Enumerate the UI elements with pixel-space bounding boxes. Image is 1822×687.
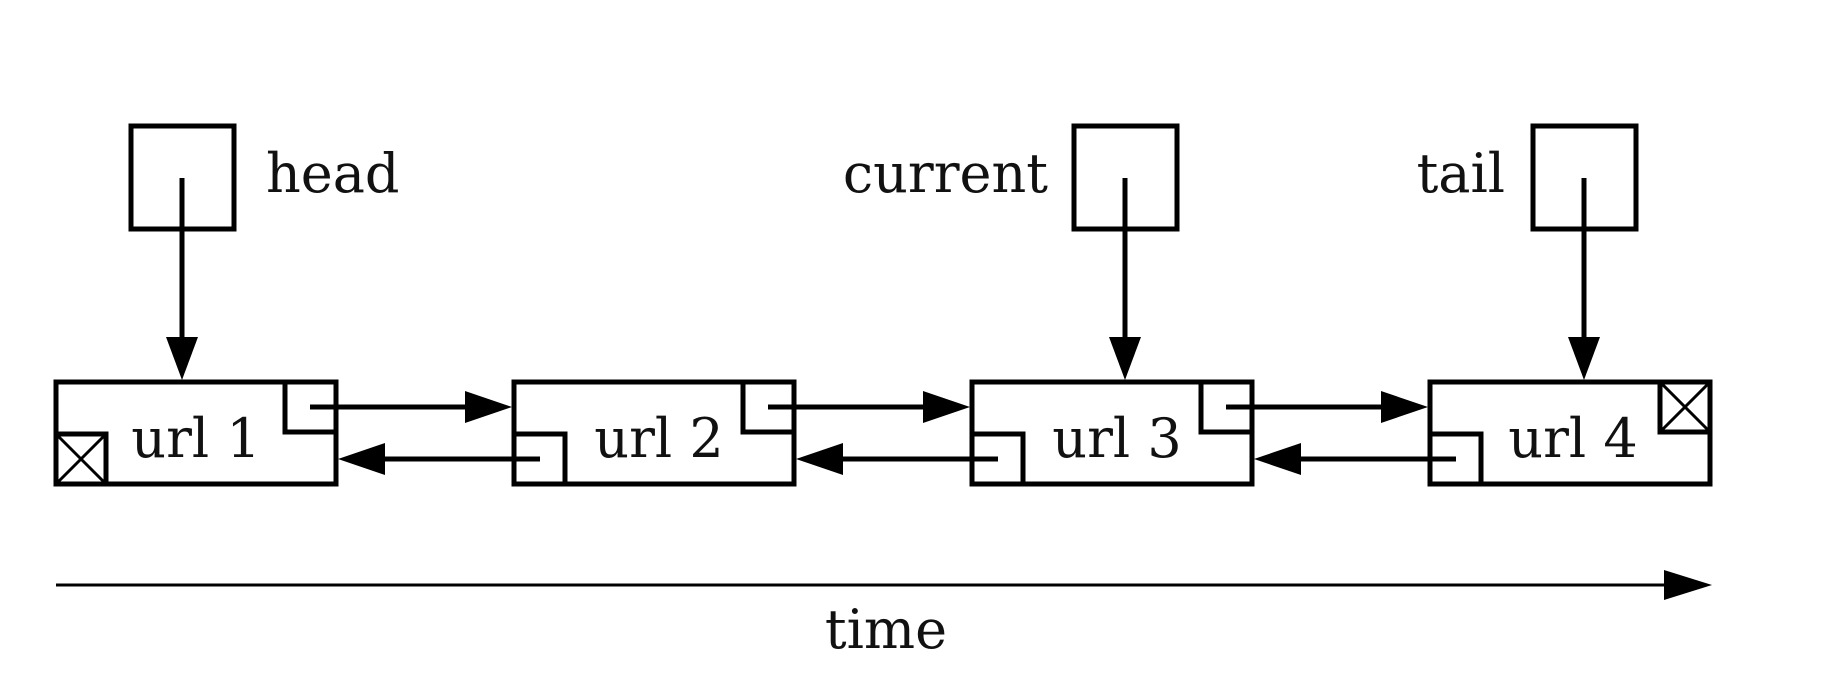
- pointer-tail-arrowhead: [1568, 337, 1600, 380]
- next-link-3-4: [1226, 391, 1428, 423]
- next-link-1-2: [310, 391, 512, 423]
- node-3: url 3: [969, 379, 1255, 487]
- prev-link-arrowhead: [796, 443, 843, 475]
- node-3-next-field: [1198, 382, 1252, 435]
- node-2-label: url 2: [594, 407, 723, 470]
- pointer-tail: tail: [1417, 123, 1639, 380]
- node-3-label: url 3: [1052, 407, 1181, 470]
- prev-link-2-1: [338, 443, 540, 475]
- next-link-arrowhead: [923, 391, 970, 423]
- node-2-next-field: [740, 382, 794, 435]
- prev-link-4-3: [1254, 443, 1456, 475]
- next-link-2-3: [768, 391, 970, 423]
- pointer-head-label: head: [266, 142, 400, 205]
- node-1: url 1: [53, 379, 339, 487]
- pointer-current-arrowhead: [1109, 337, 1141, 380]
- node-1-label: url 1: [131, 407, 260, 470]
- node-1-next-field: [282, 382, 336, 435]
- prev-link-arrowhead: [1254, 443, 1301, 475]
- pointer-head: head: [128, 123, 400, 380]
- null-cross-icon: [54, 432, 108, 486]
- time-axis-arrowhead: [1664, 570, 1712, 600]
- time-axis-label: time: [825, 598, 947, 661]
- time-axis: time: [56, 570, 1712, 661]
- pointer-head-arrowhead: [166, 337, 198, 380]
- node-4-label: url 4: [1508, 407, 1637, 470]
- prev-link-arrowhead: [338, 443, 385, 475]
- node-2: url 2: [511, 379, 797, 487]
- pointer-tail-label: tail: [1417, 142, 1505, 205]
- node-3-prev-field: [972, 431, 1026, 484]
- node-4-prev-field: [1430, 431, 1484, 484]
- next-link-arrowhead: [465, 391, 512, 423]
- null-cross-icon: [1658, 380, 1712, 434]
- node-4: url 4: [1427, 379, 1713, 487]
- next-link-arrowhead: [1381, 391, 1428, 423]
- node-2-prev-field: [514, 431, 568, 484]
- pointer-current-label: current: [843, 142, 1048, 205]
- pointer-current: current: [843, 123, 1180, 380]
- prev-link-3-2: [796, 443, 998, 475]
